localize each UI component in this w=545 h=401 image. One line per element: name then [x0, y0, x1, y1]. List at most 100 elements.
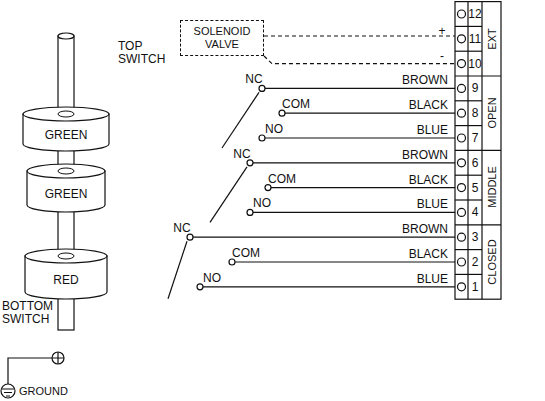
terminal-divider: [455, 274, 482, 275]
terminal-number: 7: [472, 132, 479, 145]
float-top: [27, 164, 105, 178]
terminal-block: [455, 2, 501, 300]
contact-label: NC: [173, 222, 190, 235]
wire-color: BLACK: [409, 174, 448, 187]
contact-point: [259, 85, 265, 91]
terminal-screw: [458, 134, 466, 142]
callout-label: BOTTOM SWITCH: [2, 300, 64, 326]
contact-point: [265, 185, 271, 191]
terminal-screw: [458, 208, 466, 216]
terminal-number: 10: [468, 57, 481, 70]
terminal-number: 11: [469, 32, 481, 45]
terminal-divider: [455, 51, 482, 52]
terminal-number: 8: [472, 107, 479, 120]
callout-label: TOP SWITCH: [118, 40, 168, 66]
switch-blade: [168, 241, 187, 299]
terminal-number: 12: [468, 8, 481, 21]
wire-color: BLACK: [409, 99, 448, 112]
ground-wire: [8, 358, 52, 384]
valve-label: SOLENOID VALVE: [192, 25, 252, 51]
float-color-label: RED: [53, 274, 78, 287]
polarity-mark: -: [440, 49, 444, 62]
switch-wire: [203, 286, 455, 287]
contact-label: NO: [203, 271, 221, 284]
terminal-screw: [458, 258, 466, 266]
group-label: MIDDLE: [486, 166, 499, 208]
switch-blade: [222, 92, 259, 148]
terminal-divider: [455, 75, 501, 76]
polarity-mark: +: [438, 24, 445, 37]
solenoid-wire-minus: [264, 56, 455, 64]
terminal-number: 1: [472, 280, 479, 293]
ground-symbol-bars: [2, 389, 14, 396]
float-color-label: GREEN: [45, 188, 88, 201]
terminal-number: 6: [472, 156, 479, 169]
switch-wire: [265, 88, 455, 89]
float-switch: RED: [24, 248, 108, 300]
terminal-number: 2: [472, 256, 479, 269]
contact-label: COM: [232, 247, 260, 260]
contact-label: COM: [282, 98, 310, 111]
terminal-divider: [455, 224, 501, 225]
contact-point: [187, 234, 193, 240]
terminal-number: 9: [472, 82, 479, 95]
float-top: [23, 107, 109, 121]
shaft-top: [58, 33, 74, 39]
group-label: OPEN: [486, 97, 499, 128]
wire-color: BLUE: [417, 273, 448, 286]
switch-wire: [235, 261, 455, 262]
wire-color: BROWN: [402, 74, 448, 87]
shaft-hole: [58, 111, 74, 117]
contact-label: COM: [268, 172, 296, 185]
shaft-hole: [58, 253, 74, 259]
terminal-screw: [458, 233, 466, 241]
wire-color: BLACK: [409, 248, 448, 261]
solenoid-valve-box: SOLENOID VALVE: [180, 20, 264, 56]
switch-blade: [210, 167, 247, 223]
callout-label: GROUND: [19, 385, 68, 398]
contact-label: NO: [265, 123, 283, 136]
contact-point: [247, 209, 253, 215]
solenoid-wire-plus: [264, 35, 455, 36]
wire-color: BLUE: [417, 124, 448, 137]
float-color-label: GREEN: [45, 129, 88, 142]
terminal-number: 4: [472, 206, 479, 219]
group-label: EXT: [486, 28, 499, 49]
contact-label: NO: [253, 197, 271, 210]
float-top: [25, 249, 107, 263]
terminal-screw: [458, 35, 466, 43]
ground-terminal: [52, 352, 64, 364]
contact-point: [259, 135, 265, 141]
wire-color: BROWN: [402, 149, 448, 162]
terminal-screw: [458, 184, 466, 192]
terminal-screw: [458, 84, 466, 92]
shaft-hole: [58, 168, 74, 174]
float-switch: GREEN: [26, 163, 106, 213]
terminal-screw: [458, 109, 466, 117]
terminal-number: 3: [472, 231, 479, 244]
group-label: CLOSED: [486, 239, 499, 284]
terminal-divider: [455, 249, 482, 250]
terminal-divider: [455, 125, 482, 126]
switch-wire: [285, 113, 455, 114]
contact-point: [197, 284, 203, 290]
terminal-screw: [458, 159, 466, 167]
terminal-screw: [458, 283, 466, 291]
contact-label: NC: [245, 73, 262, 86]
terminal-divider: [455, 175, 482, 176]
contact-point: [229, 259, 235, 265]
contact-point: [247, 160, 253, 166]
ground-symbol: [1, 384, 15, 398]
terminal-divider: [455, 100, 482, 101]
float-switch: GREEN: [22, 106, 110, 152]
terminal-screw: [458, 10, 466, 18]
terminal-divider: [455, 199, 482, 200]
terminal-screw: [458, 60, 466, 68]
ground-terminal-cross: [52, 352, 64, 364]
terminal-number: 5: [472, 181, 479, 194]
terminal-divider: [455, 150, 501, 151]
switch-wire: [193, 237, 455, 238]
switch-wire: [271, 187, 455, 188]
wire-color: BROWN: [402, 223, 448, 236]
